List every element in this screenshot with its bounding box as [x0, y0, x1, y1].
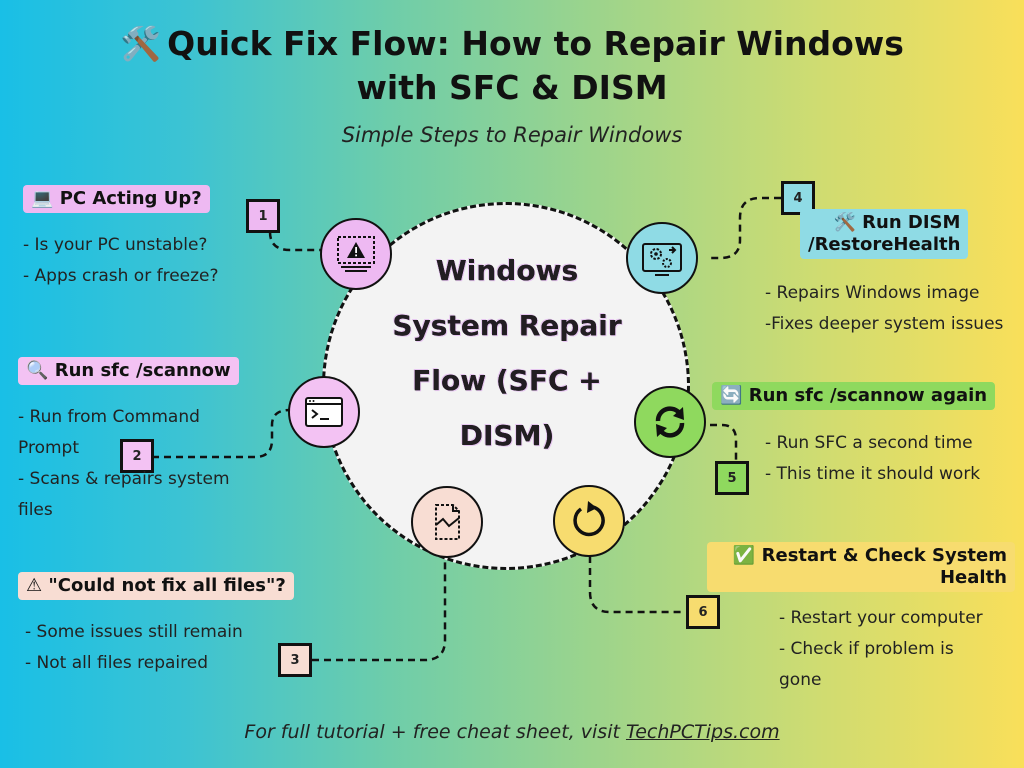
connector-step-2	[152, 408, 291, 459]
restart-icon	[573, 501, 605, 537]
list-item: Prompt	[18, 438, 79, 458]
step-4-bullets: - Repairs Windows image -Fixes deeper sy…	[765, 278, 1003, 340]
warning-screen-icon	[337, 236, 375, 272]
step-2-label: 🔍 Run sfc /scannow	[18, 357, 239, 385]
list-item: - Check if problem is	[779, 639, 954, 659]
step-2-badge: 2	[120, 439, 154, 473]
step-2-number: 2	[132, 448, 142, 464]
step-3-badge: 3	[278, 643, 312, 677]
list-item: - Is your PC unstable?	[23, 235, 208, 255]
step-1-badge: 1	[246, 199, 280, 233]
center-line-1: Windows	[435, 254, 579, 287]
step-1-title: PC Acting Up?	[59, 188, 202, 209]
step-4-node	[626, 222, 698, 294]
list-item: - Apps crash or freeze?	[23, 266, 219, 286]
step-6-node	[553, 485, 625, 557]
refresh-icon: 🔄	[720, 385, 743, 406]
check-icon: ✅	[732, 545, 756, 566]
footer: For full tutorial + free cheat sheet, vi…	[0, 721, 1024, 743]
list-item: - Scans & repairs system	[18, 469, 230, 489]
step-5-title: Run sfc /scannow again	[748, 385, 988, 406]
step-1-node	[320, 218, 392, 290]
step-6-badge: 6	[686, 595, 720, 629]
connector-step-4	[708, 196, 781, 260]
title-line-2: with SFC & DISM	[356, 68, 668, 107]
list-item: - Repairs Windows image	[765, 283, 980, 303]
step-5-label: 🔄 Run sfc /scannow again	[712, 382, 996, 410]
list-item: - This time it should work	[765, 464, 981, 484]
step-3-title: "Could not fix all files"?	[48, 575, 286, 596]
hammer-wrench-icon: 🛠️	[120, 24, 162, 63]
step-5-number: 5	[727, 470, 737, 486]
center-line-2: System Repair	[392, 309, 622, 342]
step-5-node	[634, 386, 706, 458]
system-gears-icon	[642, 243, 682, 276]
list-item: - Run from Command	[18, 407, 200, 427]
list-item: - Not all files repaired	[25, 653, 209, 673]
page-title: 🛠️Quick Fix Flow: How to Repair Windows …	[40, 22, 984, 110]
step-1-number: 1	[258, 208, 268, 224]
step-4-label: 🛠️ Run DISM /RestoreHealth	[800, 209, 969, 259]
broken-file-icon	[435, 504, 460, 540]
step-4-title-line-1: Run DISM	[862, 212, 961, 233]
step-6-label: ✅ Restart & Check System Health	[707, 542, 1015, 592]
step-2-title: Run sfc /scannow	[54, 360, 231, 381]
step-3-bullets: - Some issues still remain - Not all fil…	[25, 617, 243, 679]
step-6-bullets: - Restart your computer - Check if probl…	[779, 603, 983, 696]
page-subtitle: Simple Steps to Repair Windows	[341, 123, 683, 147]
laptop-icon: 💻	[31, 188, 54, 209]
step-1-bullets: - Is your PC unstable? - Apps crash or f…	[23, 230, 219, 292]
refresh-icon	[655, 406, 685, 438]
list-item: - Some issues still remain	[25, 622, 243, 642]
list-item: - Run SFC a second time	[765, 433, 973, 453]
step-3-node	[411, 486, 483, 558]
list-item: -Fixes deeper system issues	[765, 314, 1004, 334]
title-line-1: Quick Fix Flow: How to Repair Windows	[167, 24, 904, 63]
step-4-title-line-2: /RestoreHealth	[808, 234, 961, 255]
terminal-icon	[305, 397, 343, 427]
step-5-badge: 5	[715, 461, 749, 495]
footer-link[interactable]: TechPCTips.com	[625, 721, 780, 743]
step-4-number: 4	[793, 190, 803, 206]
step-6-number: 6	[698, 604, 708, 620]
list-item: files	[18, 500, 53, 520]
step-1-label: 💻 PC Acting Up?	[23, 185, 210, 213]
connector-step-3	[312, 552, 447, 662]
hammer-wrench-icon: 🛠️	[833, 212, 856, 233]
step-3-label: ⚠ "Could not fix all files"?	[18, 572, 294, 600]
connector-step-6	[588, 556, 684, 614]
center-text: Windows System Repair Flow (SFC + DISM)	[352, 243, 662, 463]
warning-icon: ⚠	[26, 575, 43, 596]
step-5-bullets: - Run SFC a second time - This time it s…	[765, 428, 980, 490]
step-6-title-line-1: Restart & Check System	[761, 545, 1007, 566]
footer-text: For full tutorial + free cheat sheet, vi…	[244, 721, 626, 743]
center-line-4: DISM)	[459, 419, 555, 452]
step-2-node	[288, 376, 360, 448]
center-line-3: Flow (SFC +	[412, 364, 602, 397]
step-3-number: 3	[290, 652, 300, 668]
list-item: - Restart your computer	[779, 608, 983, 628]
step-6-title-line-2: Health	[939, 567, 1007, 588]
connector-step-1	[268, 231, 322, 252]
magnifier-icon: 🔍	[26, 360, 49, 381]
step-2-bullets: - Run from Command Prompt - Scans & repa…	[18, 402, 230, 526]
list-item: gone	[779, 670, 822, 690]
connector-step-5	[710, 423, 738, 460]
